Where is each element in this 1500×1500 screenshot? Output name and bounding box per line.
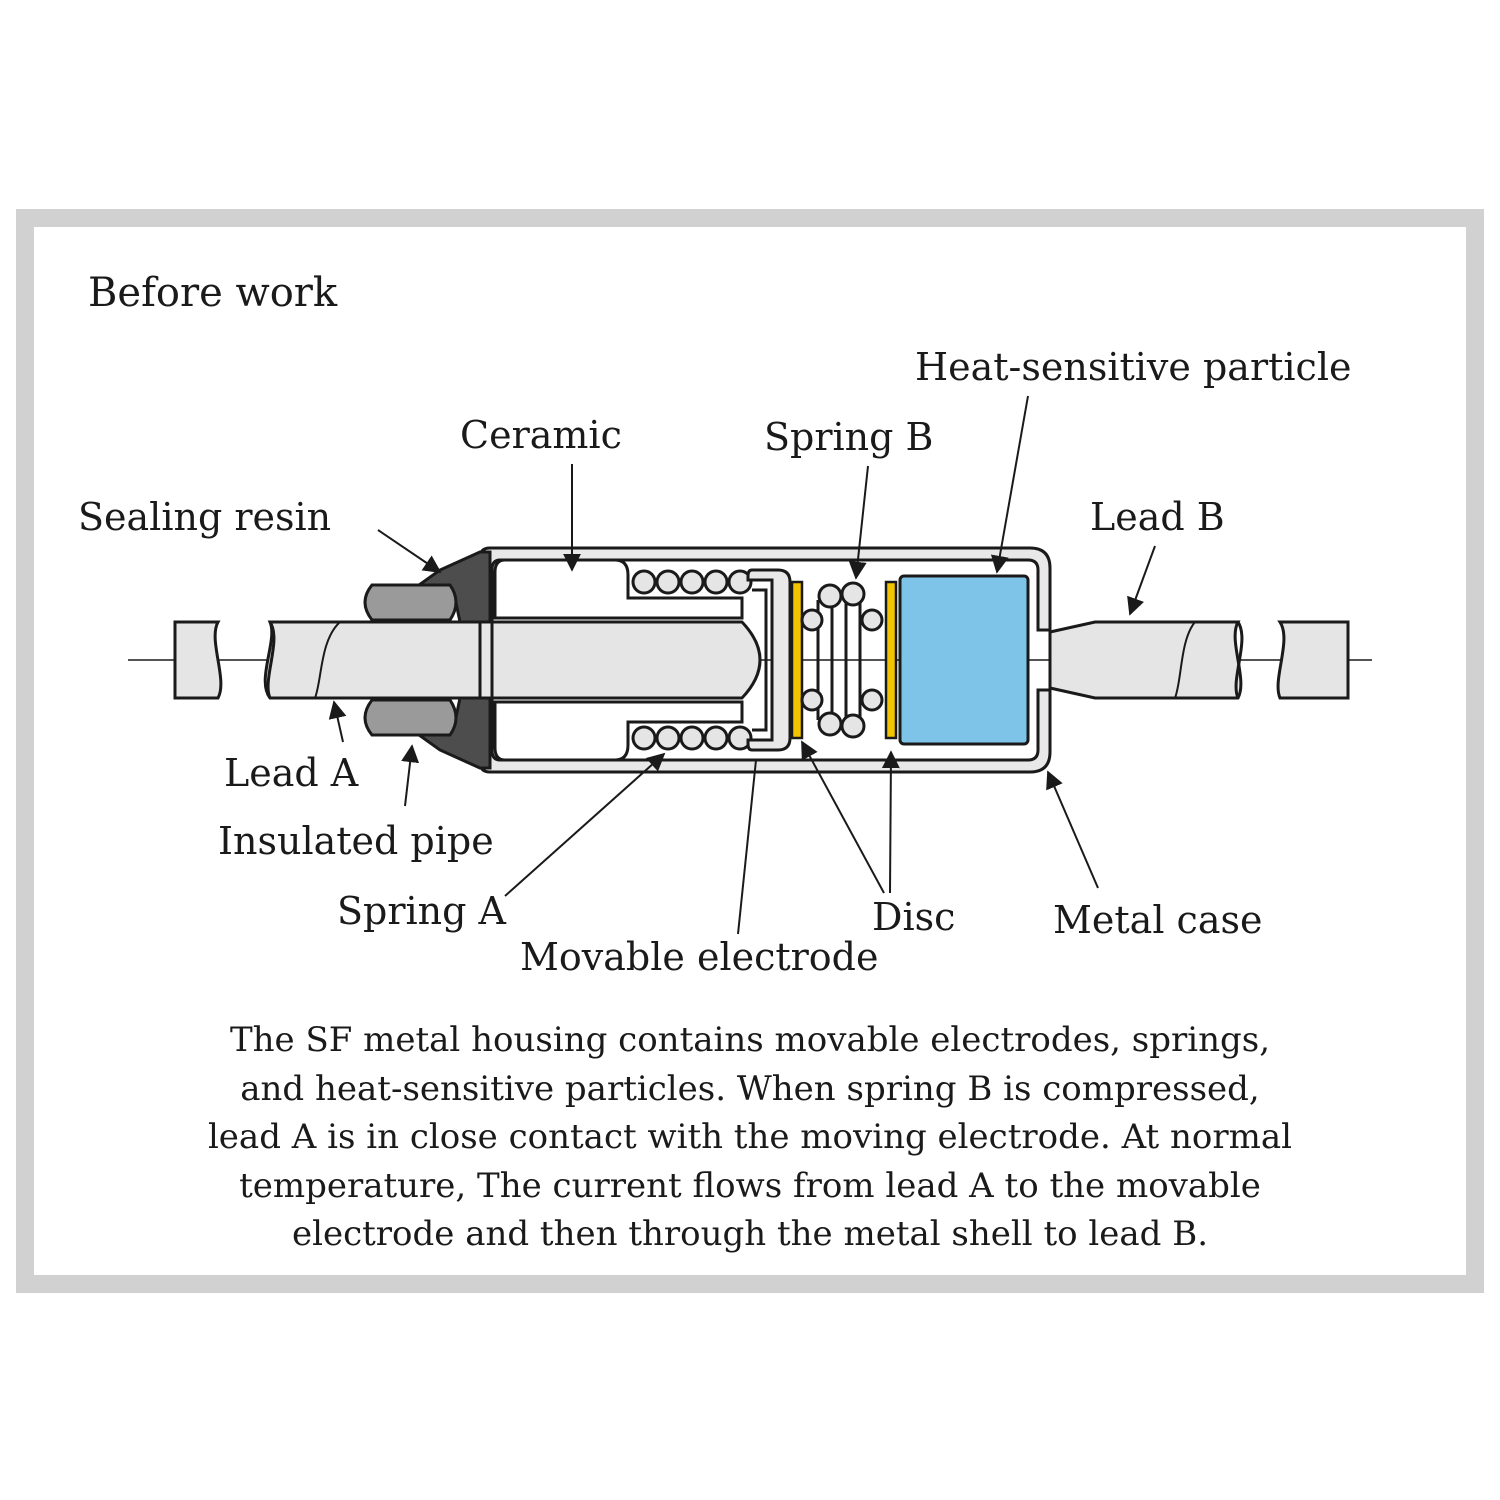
leader-movable-electrode (737, 759, 757, 935)
movable-electrode (746, 568, 792, 752)
label-lead-a: Lead A (224, 751, 359, 795)
insulated-pipe (363, 583, 458, 737)
lead-b-stub (1276, 620, 1350, 700)
description-line: The SF metal housing contains movable el… (229, 1020, 1271, 1060)
heat-sensitive-particle (898, 574, 1030, 746)
lead-a (263, 620, 762, 700)
description-line: temperature, The current flows from lead… (239, 1165, 1261, 1206)
label-sealing-resin: Sealing resin (78, 495, 331, 539)
disc-right (884, 580, 898, 740)
lead-b (1048, 620, 1244, 700)
label-insulated-pipe: Insulated pipe (218, 819, 494, 863)
label-heat-sensitive-particle: Heat-sensitive particle (915, 345, 1351, 389)
description-paragraph: The SF metal housing contains movable el… (100, 1016, 1400, 1259)
description-line: lead A is in close contact with the movi… (207, 1117, 1293, 1157)
spring-b (800, 581, 884, 739)
label-metal-case: Metal case (1053, 898, 1262, 942)
label-movable-electrode: Movable electrode (520, 935, 879, 979)
label-lead-b: Lead B (1090, 495, 1225, 539)
label-spring-b: Spring B (764, 415, 933, 459)
spring-a (631, 569, 753, 751)
leader-spring-a (504, 752, 666, 897)
leader-metal-case (1046, 770, 1099, 889)
leader-spring-b (848, 465, 869, 580)
leader-disc-right (881, 750, 900, 894)
leader-lead-a (328, 700, 347, 743)
disc-left (790, 580, 804, 740)
leader-heat-sensitive-particle (990, 395, 1029, 574)
leader-sealing-resin (377, 529, 442, 574)
description-line: and heat-sensitive particles. When sprin… (240, 1068, 1260, 1109)
description-line: electrode and then through the metal she… (291, 1214, 1209, 1254)
label-ceramic: Ceramic (460, 413, 622, 457)
leader-disc-left (801, 740, 885, 894)
label-spring-a: Spring A (337, 889, 507, 933)
ceramic (493, 558, 744, 762)
leader-insulated-pipe (401, 744, 420, 807)
leader-lead-b (1127, 545, 1156, 616)
lead-a-stub (173, 620, 223, 700)
label-disc: Disc (872, 895, 955, 939)
diagram-title: Before work (88, 270, 338, 316)
